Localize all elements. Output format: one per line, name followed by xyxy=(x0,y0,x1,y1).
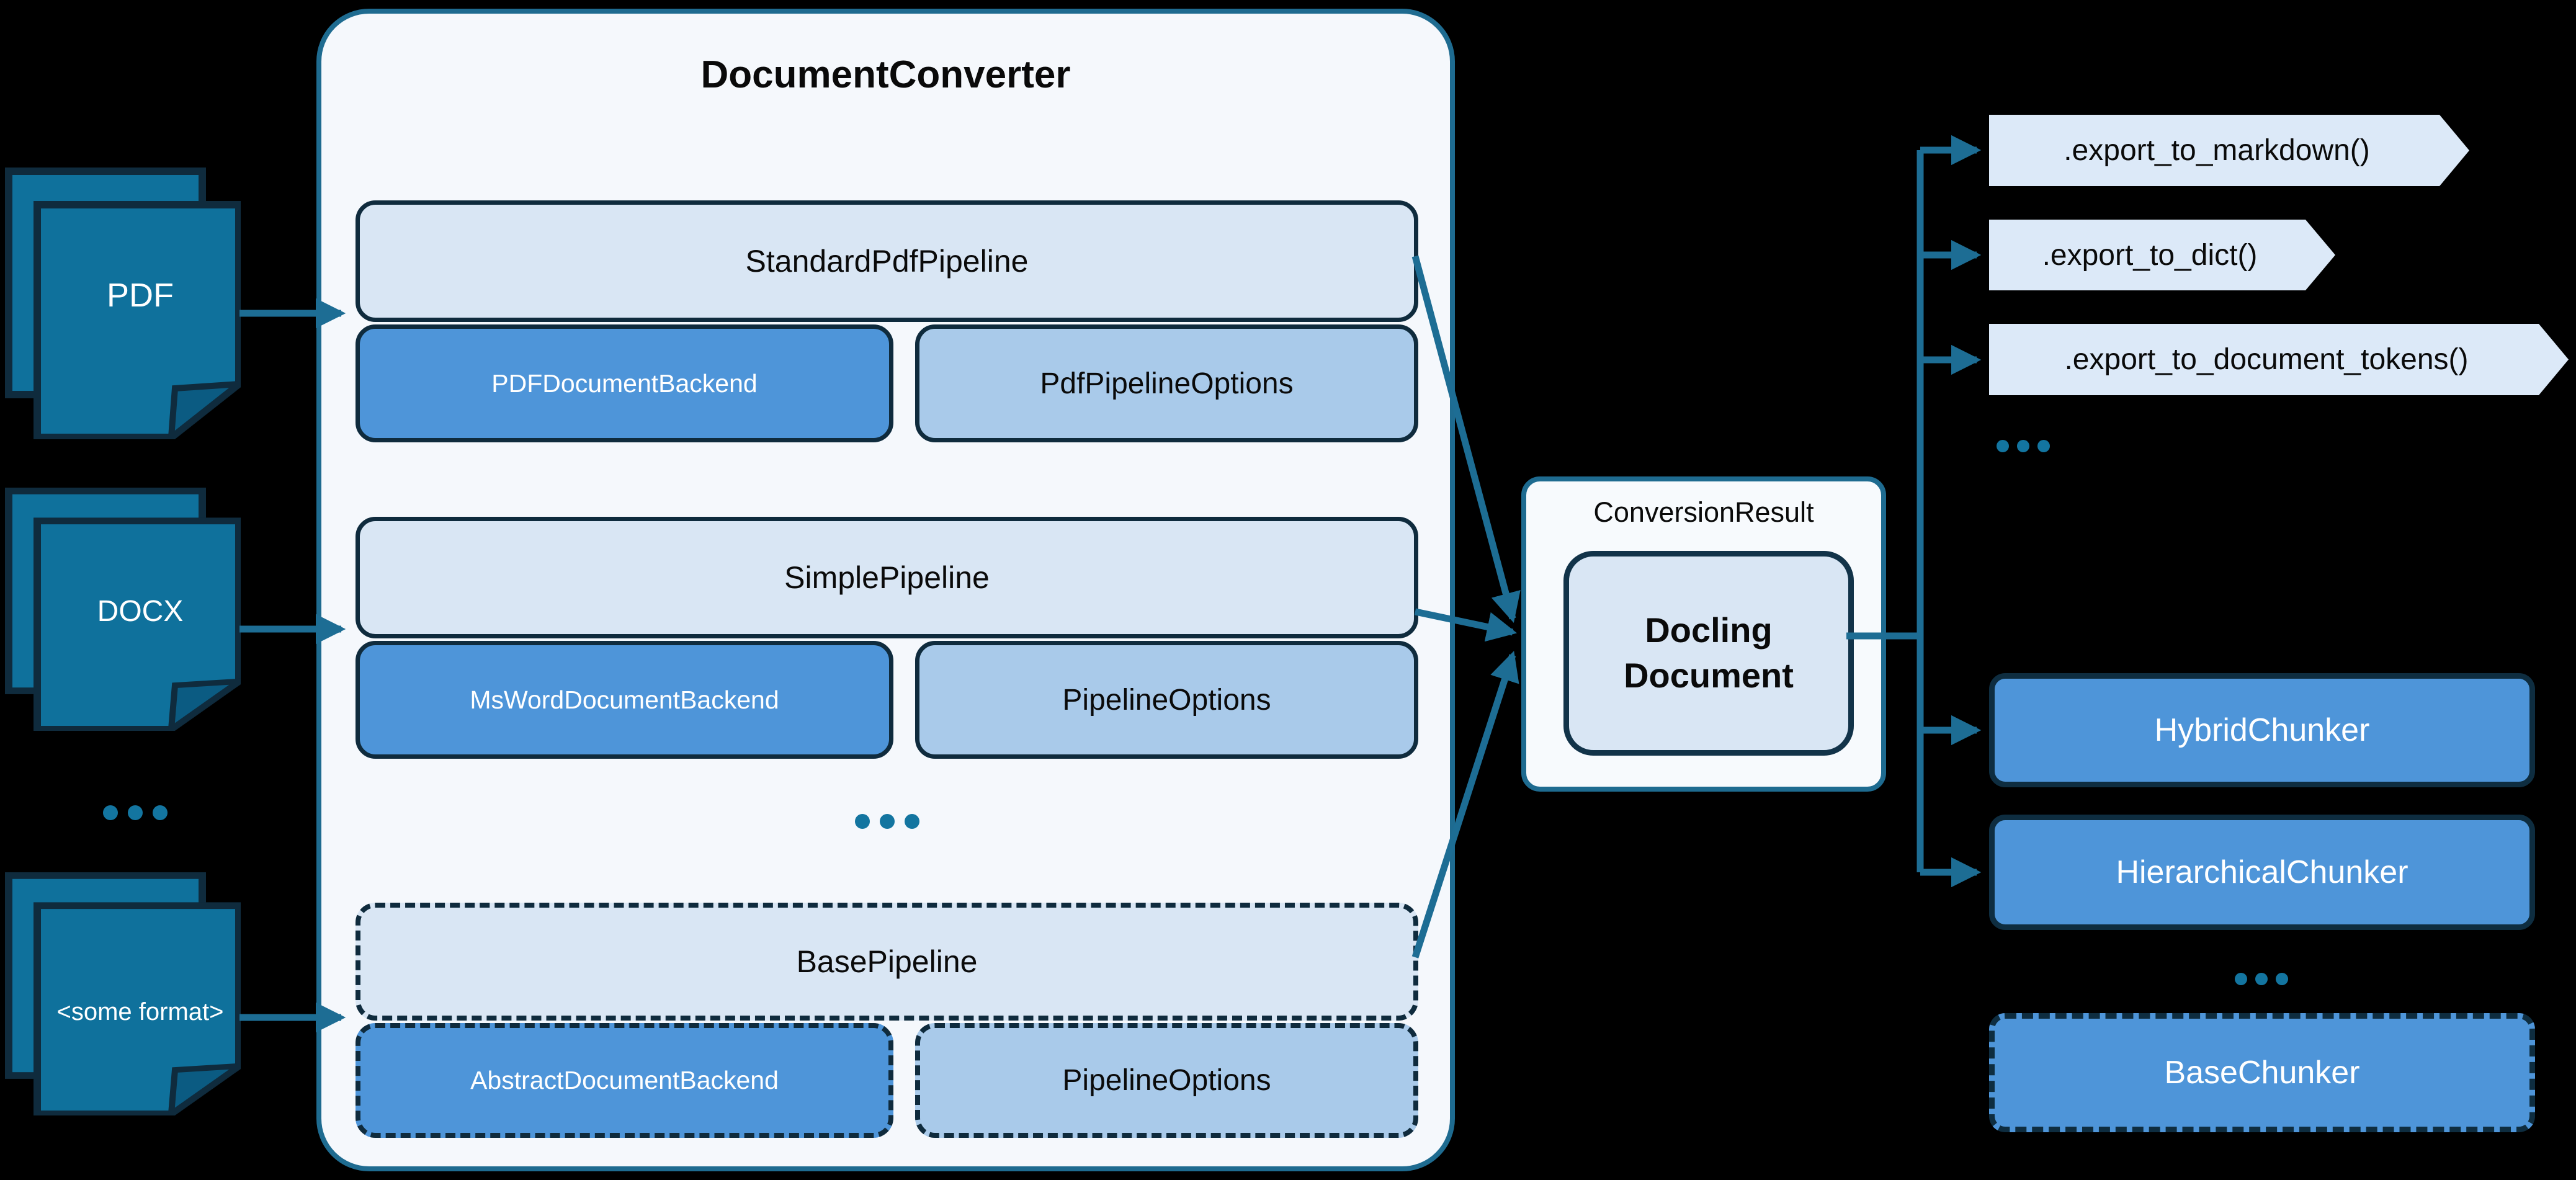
simple-pipeline-box: SimplePipeline xyxy=(356,517,1418,638)
standard-pdf-pipeline-box: StandardPdfPipeline xyxy=(356,200,1418,322)
base-pipeline-box: BasePipeline xyxy=(356,903,1418,1021)
pdf-document-backend-box: PDFDocumentBackend xyxy=(356,324,893,442)
conversion-result-container: ConversionResult Docling Document xyxy=(1521,476,1886,792)
abstract-document-backend-box: AbstractDocumentBackend xyxy=(356,1023,893,1138)
docx-documents-icon: DOCX xyxy=(5,488,241,731)
export-to-document-tokens-shape: .export_to_document_tokens() xyxy=(1989,324,2569,395)
more-formats-ellipsis-icon xyxy=(103,805,168,820)
docx-label: DOCX xyxy=(97,595,184,628)
hybrid-chunker-box: HybridChunker xyxy=(1989,673,2535,787)
document-converter-title: DocumentConverter xyxy=(700,53,1071,96)
docling-document-box: Docling Document xyxy=(1563,551,1854,756)
export-to-dict-shape: .export_to_dict() xyxy=(1989,220,2335,290)
base-chunker-box: BaseChunker xyxy=(1989,1013,2535,1132)
export-to-markdown-shape: .export_to_markdown() xyxy=(1989,115,2469,186)
stacked-pages-icon xyxy=(5,872,241,1115)
stacked-pages-icon xyxy=(5,488,241,731)
more-chunkers-ellipsis-icon xyxy=(2235,973,2288,985)
pdf-pipeline-options-box: PdfPipelineOptions xyxy=(915,324,1418,442)
pipeline-options-box: PipelineOptions xyxy=(915,641,1418,759)
document-converter-container: DocumentConverter StandardPdfPipeline PD… xyxy=(316,9,1455,1171)
more-pipelines-ellipsis-icon xyxy=(855,814,919,829)
conversion-result-label: ConversionResult xyxy=(1593,496,1814,528)
base-pipeline-options-box: PipelineOptions xyxy=(915,1023,1418,1138)
stacked-pages-icon xyxy=(5,168,241,439)
more-exports-ellipsis-icon xyxy=(1997,440,2050,452)
pdf-label: PDF xyxy=(107,276,174,314)
pdf-documents-icon: PDF xyxy=(5,168,241,439)
hierarchical-chunker-box: HierarchicalChunker xyxy=(1989,815,2535,930)
some-format-label: <some format> xyxy=(56,998,224,1026)
msword-document-backend-box: MsWordDocumentBackend xyxy=(356,641,893,759)
some-format-documents-icon: <some format> xyxy=(5,872,241,1115)
